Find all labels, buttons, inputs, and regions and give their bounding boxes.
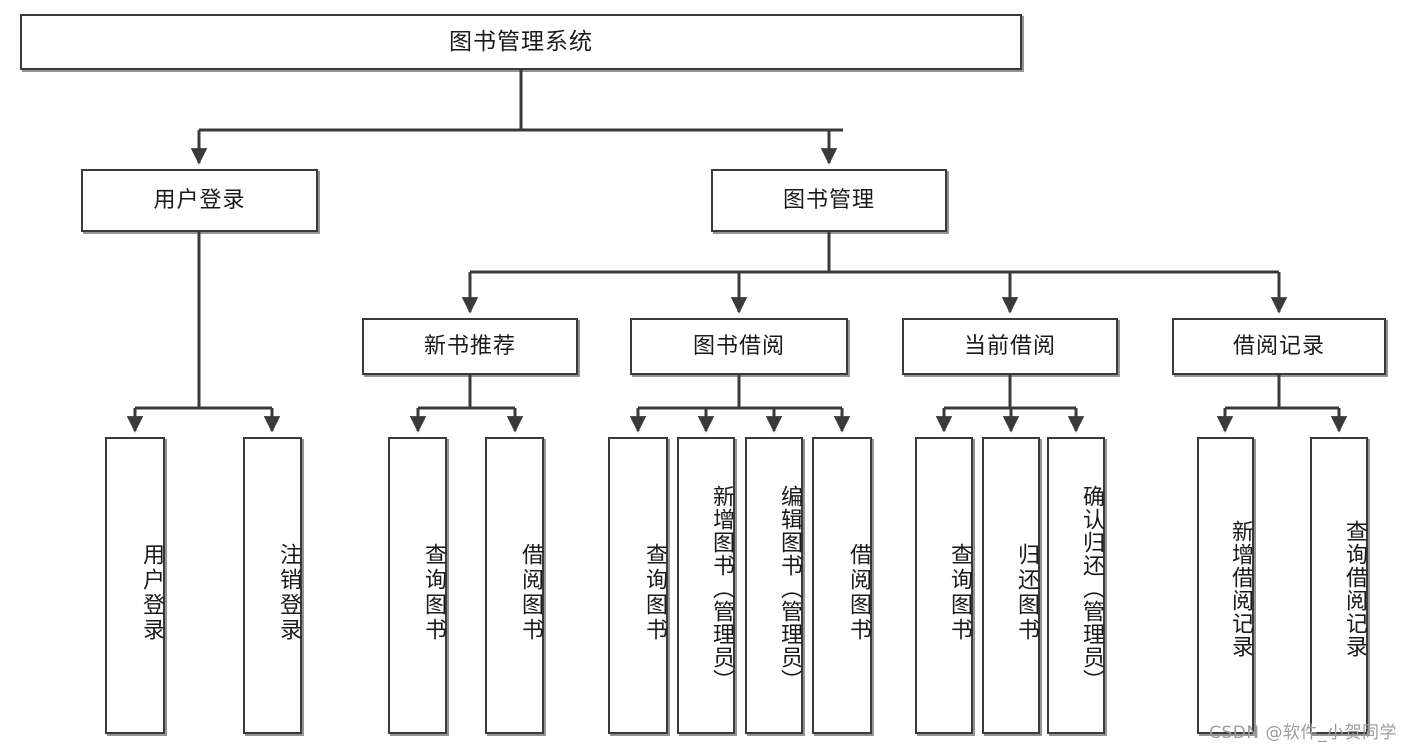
- leaf-query-borrow-record[interactable]: 查询借阅记录: [1310, 437, 1368, 734]
- leaf-confirm-return-admin[interactable]: 确认归还（管理员）: [1047, 437, 1105, 734]
- leaf-user-login[interactable]: 用户登录: [105, 437, 165, 734]
- leaf-borrow-books-recommend[interactable]: 借阅图书: [485, 437, 544, 734]
- leaf-query-books-borrow[interactable]: 查询图书: [608, 437, 668, 734]
- node-borrow-records[interactable]: 借阅记录: [1172, 318, 1386, 375]
- leaf-borrow-books[interactable]: 借阅图书: [812, 437, 872, 734]
- node-book-management[interactable]: 图书管理: [711, 169, 947, 232]
- node-book-borrow[interactable]: 图书借阅: [630, 318, 848, 375]
- leaf-edit-book-admin[interactable]: 编辑图书（管理员）: [745, 437, 803, 734]
- leaf-query-books-recommend[interactable]: 查询图书: [388, 437, 447, 734]
- node-current-borrow[interactable]: 当前借阅: [902, 318, 1118, 375]
- node-user-login[interactable]: 用户登录: [81, 169, 318, 232]
- node-new-book-recommendation[interactable]: 新书推荐: [362, 318, 578, 375]
- leaf-query-books-current[interactable]: 查询图书: [915, 437, 973, 734]
- leaf-add-book-admin[interactable]: 新增图书（管理员）: [677, 437, 735, 734]
- leaf-return-books[interactable]: 归还图书: [982, 437, 1040, 734]
- csdn-watermark: CSDN @软件_小贺同学: [1209, 723, 1397, 743]
- leaf-add-borrow-record[interactable]: 新增借阅记录: [1197, 437, 1254, 734]
- node-root[interactable]: 图书管理系统: [20, 14, 1022, 70]
- leaf-logout[interactable]: 注销登录: [243, 437, 302, 734]
